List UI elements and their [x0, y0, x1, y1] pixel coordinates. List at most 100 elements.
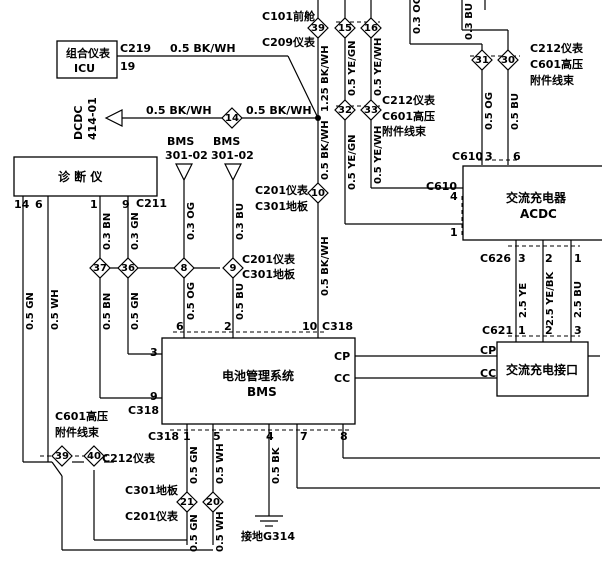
acdc-label-2: ACDC: [520, 207, 557, 221]
svg-text:0.5 GN: 0.5 GN: [189, 446, 200, 484]
svg-text:4: 4: [266, 430, 274, 443]
splice-16: 16: [360, 17, 382, 39]
svg-text:0.3 OG: 0.3 OG: [412, 0, 423, 34]
svg-text:39: 39: [55, 451, 69, 462]
svg-text:0.5 BK/WH: 0.5 BK/WH: [320, 120, 331, 180]
svg-text:5: 5: [213, 430, 221, 443]
c318-bottom-label: C318: [148, 430, 179, 443]
pins: 14 6 1 9 3 6 4 1 3 2 1 1 2 3 6 2 10 3 9 …: [14, 150, 582, 443]
bms-a-label-2: 301-02: [165, 149, 208, 162]
svg-text:0.5 BK/WH: 0.5 BK/WH: [320, 236, 331, 296]
svg-text:39: 39: [311, 23, 325, 34]
svg-text:4: 4: [450, 190, 458, 203]
svg-text:3: 3: [150, 346, 158, 359]
splice-40: 40: [83, 445, 105, 467]
c301-b-label: C301地板: [242, 267, 296, 281]
splice-15: 15: [334, 17, 356, 39]
bms-arrow-b-icon: [224, 163, 242, 182]
svg-text:9: 9: [230, 263, 237, 274]
harness-mid-label: 附件线束: [382, 124, 427, 138]
wires: [22, 0, 600, 551]
svg-text:32: 32: [338, 105, 352, 116]
svg-text:2: 2: [545, 252, 553, 265]
wire-icu-label: 0.5 BK/WH: [170, 42, 236, 55]
svg-text:7: 7: [300, 430, 308, 443]
svg-text:2: 2: [545, 324, 553, 337]
svg-text:0.5 GN: 0.5 GN: [189, 514, 200, 552]
bms-a-label-1: BMS: [167, 135, 194, 148]
svg-text:10: 10: [311, 188, 325, 199]
splice-21: 21: [176, 491, 198, 513]
svg-text:0.3 OG: 0.3 OG: [186, 202, 197, 240]
svg-text:3: 3: [574, 324, 582, 337]
diagnostic-box: [13, 156, 158, 197]
svg-text:6: 6: [176, 320, 184, 333]
splice-36: 36: [117, 257, 139, 279]
svg-text:1: 1: [183, 430, 191, 443]
charge-port-label: 交流充电接口: [506, 362, 578, 377]
c209-label: C209仪表: [262, 35, 316, 49]
svg-text:0.5 BK: 0.5 BK: [271, 446, 282, 484]
c201-a-label: C201仪表: [255, 183, 309, 197]
ground-label: 接地G314: [241, 529, 295, 543]
svg-text:0.5 GN: 0.5 GN: [25, 292, 36, 330]
c601-low-label: C601高压: [55, 409, 108, 423]
svg-text:2.5 YE: 2.5 YE: [518, 283, 529, 318]
svg-text:30: 30: [501, 55, 515, 66]
bms-b-label-1: BMS: [213, 135, 240, 148]
c601-top-label: C601高压: [530, 57, 583, 71]
svg-text:0.5 BN: 0.5 BN: [102, 293, 113, 330]
c212-low-label: C212仪表: [102, 451, 156, 465]
icu-box: [56, 40, 118, 79]
diagnostic-title: 诊 断 仪: [58, 169, 103, 184]
splice-14: 14: [221, 107, 243, 129]
svg-text:0.5 BU: 0.5 BU: [510, 93, 521, 130]
svg-text:36: 36: [121, 263, 135, 274]
svg-text:0.5 OG: 0.5 OG: [484, 92, 495, 130]
svg-text:8: 8: [181, 263, 188, 274]
svg-text:0.3 GN: 0.3 GN: [130, 212, 141, 250]
svg-text:0.5 BU: 0.5 BU: [235, 283, 246, 320]
wire-dcdc-label-b: 0.5 BK/WH: [246, 104, 312, 117]
svg-text:40: 40: [87, 451, 101, 462]
svg-text:0.5 GN: 0.5 GN: [130, 292, 141, 330]
splice-39-bottom: 39: [51, 445, 73, 467]
c621-label: C621: [482, 324, 513, 337]
bms-title: 电池管理系统: [222, 368, 294, 383]
splice-32: 32: [334, 99, 356, 121]
svg-text:0.3 BN: 0.3 BN: [102, 213, 113, 250]
svg-text:0.5 YE/WH: 0.5 YE/WH: [373, 126, 384, 184]
bms-b-label-2: 301-02: [211, 149, 254, 162]
svg-text:37: 37: [93, 263, 107, 274]
c201-b-label: C201仪表: [242, 252, 296, 266]
svg-text:0.3 BU: 0.3 BU: [464, 3, 475, 40]
splice-20: 20: [202, 491, 224, 513]
c318-top-label: C318: [322, 320, 353, 333]
svg-text:31: 31: [475, 55, 489, 66]
dcdc-label-2: 414-01: [86, 97, 99, 140]
c610-top-label: C610: [452, 150, 483, 163]
svg-text:1: 1: [518, 324, 526, 337]
cp-out-label: CP: [480, 344, 496, 357]
svg-text:0.5 WH: 0.5 WH: [215, 511, 226, 552]
splice-39-top: 39: [307, 17, 329, 39]
svg-text:0.5 YE/GN: 0.5 YE/GN: [347, 41, 358, 97]
svg-text:0.5 OG: 0.5 OG: [186, 282, 197, 320]
cc-out-label: CC: [480, 367, 496, 380]
svg-text:6: 6: [35, 198, 43, 211]
c626-label: C626: [480, 252, 511, 265]
svg-text:10: 10: [302, 320, 318, 333]
svg-text:15: 15: [338, 23, 352, 34]
svg-text:20: 20: [206, 497, 220, 508]
svg-text:3: 3: [518, 252, 526, 265]
splice-10: 10: [307, 182, 329, 204]
svg-text:2.5 BU: 2.5 BU: [573, 281, 584, 318]
svg-text:2.5 YE/BK: 2.5 YE/BK: [545, 270, 556, 326]
dcdc-label-1: DCDC: [72, 106, 85, 140]
svg-text:33: 33: [364, 105, 378, 116]
splice-30: 30: [497, 49, 519, 71]
svg-text:14: 14: [14, 198, 30, 211]
svg-text:1: 1: [450, 226, 458, 239]
c318-left-label: C318: [128, 404, 159, 417]
